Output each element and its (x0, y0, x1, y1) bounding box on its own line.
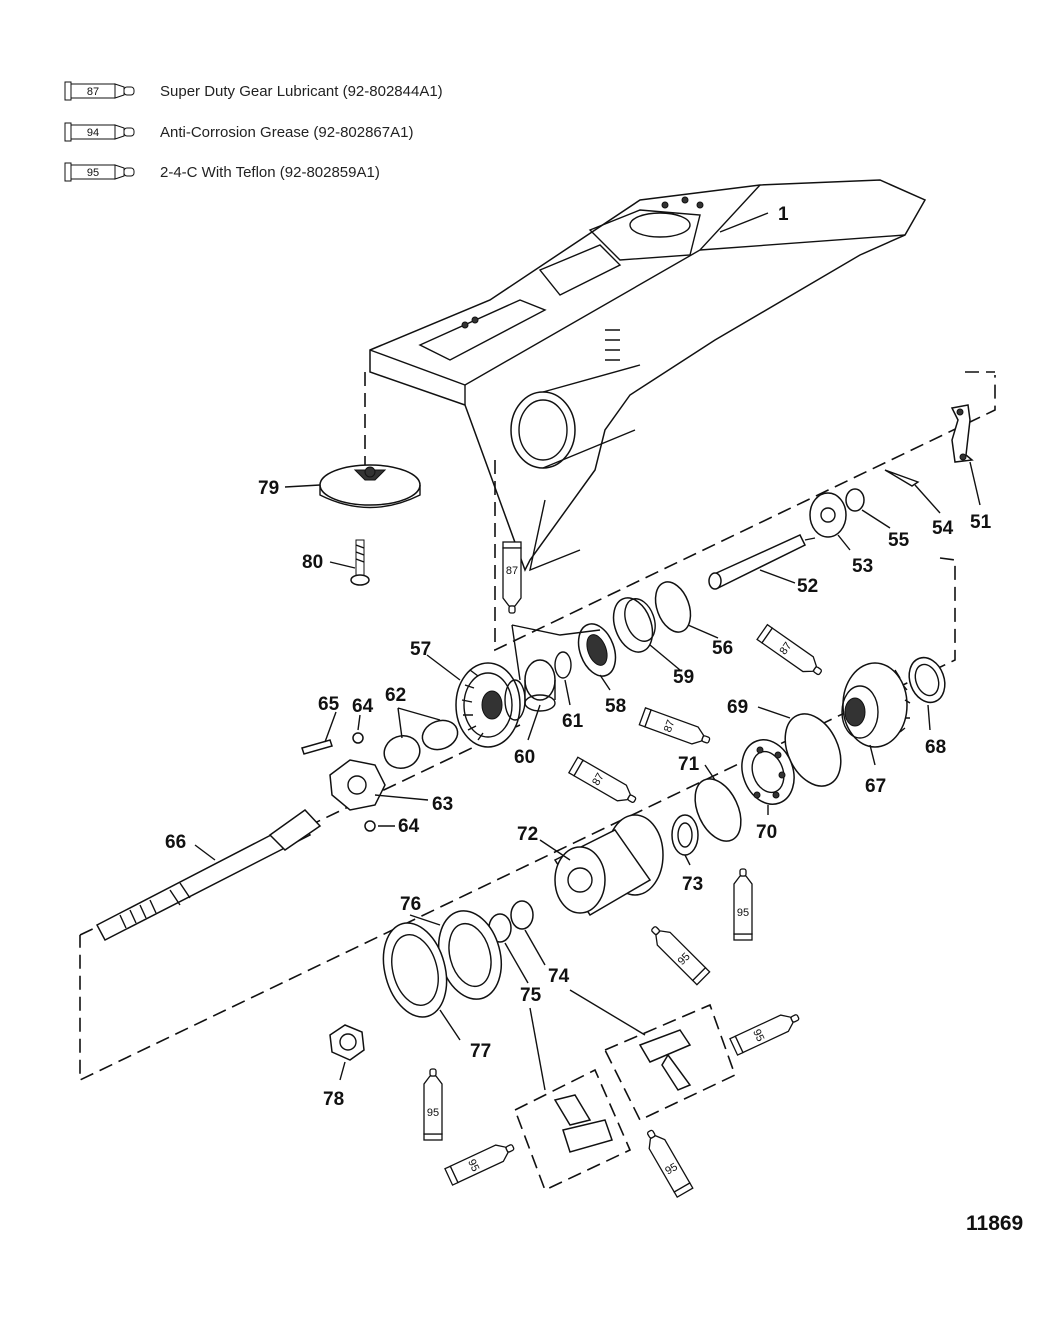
legend-code: 87 (87, 86, 99, 98)
detail-views (513, 1003, 736, 1192)
washer (845, 488, 865, 512)
callout-54: 54 (932, 518, 954, 539)
lubricant-tube-icon: 94 (64, 122, 135, 142)
callout-72: 72 (517, 824, 538, 845)
callout-67: 67 (865, 776, 886, 797)
svg-text:95: 95 (750, 1027, 766, 1043)
svg-text:95: 95 (465, 1157, 481, 1173)
callout-76: 76 (400, 894, 421, 915)
anode-screw (350, 539, 370, 586)
tapered-roller-bearing (577, 623, 617, 677)
anode-plate (319, 464, 421, 509)
callout-68: 68 (925, 737, 946, 758)
callout-1: 1 (778, 204, 789, 225)
lubricant-tube-87: 87 (502, 541, 522, 614)
lubricant-tube-87: 87 (638, 707, 713, 750)
callout-62: 62 (385, 685, 406, 706)
callout-63: 63 (432, 794, 453, 815)
callout-77: 77 (470, 1041, 491, 1062)
gear-housing (369, 179, 927, 572)
forward-gear (455, 662, 526, 748)
thrust-washer (554, 651, 572, 679)
retaining-ring (421, 719, 459, 751)
legend-code: 94 (87, 127, 99, 139)
lubricant-tube-87: 87 (568, 756, 640, 809)
roller-bearing (524, 659, 556, 712)
shift-shaft (708, 534, 816, 590)
thrust-washer (510, 900, 534, 930)
callout-78: 78 (323, 1089, 344, 1110)
legend-row-anti-corrosion-grease: 94 Anti-Corrosion Grease (92-802867A1) (64, 119, 413, 145)
retaining-ring (383, 735, 421, 769)
callout-75: 75 (520, 985, 542, 1006)
bearing-carrier-retainer (382, 922, 448, 1018)
callout-51: 51 (970, 512, 992, 533)
bearing-carrier (553, 814, 664, 917)
callout-69: 69 (727, 697, 748, 718)
callout-73: 73 (682, 874, 703, 895)
figure-number: 11869 (966, 1212, 1024, 1235)
leader-lines (194, 212, 981, 1091)
retainer-bracket (950, 404, 974, 463)
lubricant-tube-95: 95 (641, 1126, 694, 1198)
callout-66: 66 (165, 832, 186, 853)
legend-label: Anti-Corrosion Grease (92-802867A1) (160, 123, 414, 141)
ball-bearing (741, 739, 795, 805)
cotter-pin (884, 469, 920, 487)
sliding-clutch (329, 759, 386, 811)
lubricant-tube-95: 95 (646, 921, 711, 986)
callout-55: 55 (888, 530, 910, 551)
legend-row-2-4-c-teflon: 95 2-4-C With Teflon (92-802859A1) (64, 159, 380, 185)
svg-text:87: 87 (662, 718, 677, 734)
callout-64: 64 (398, 816, 420, 837)
lubricant-tube-95: 95 (423, 1068, 443, 1141)
callout-53: 53 (852, 556, 873, 577)
callout-71: 71 (678, 754, 700, 775)
callout-70: 70 (756, 822, 777, 843)
callout-56: 56 (712, 638, 733, 659)
callout-74: 74 (548, 966, 570, 987)
callout-61: 61 (562, 711, 584, 732)
callout-64: 64 (352, 696, 374, 717)
svg-text:87: 87 (778, 640, 795, 657)
svg-text:87: 87 (506, 565, 518, 577)
callout-80: 80 (302, 552, 323, 573)
lubricant-tube-icon: 95 (64, 162, 135, 182)
lubricant-tube-icon: 87 (64, 81, 135, 101)
callout-59: 59 (673, 667, 694, 688)
callout-57: 57 (410, 639, 431, 660)
lubricant-tube-95: 95 (729, 1008, 803, 1056)
callout-60: 60 (514, 747, 535, 768)
cross-pin (301, 739, 333, 755)
legend-label: Super Duty Gear Lubricant (92-802844A1) (160, 82, 443, 100)
callout-58: 58 (605, 696, 626, 717)
propeller-nut (809, 492, 847, 538)
detent-ball (352, 732, 364, 744)
legend-code: 95 (87, 167, 99, 179)
needle-bearing (671, 814, 699, 856)
lubricant-tube-95: 95 (444, 1138, 518, 1186)
propeller-shaft (95, 809, 322, 942)
detent-ball (364, 820, 376, 832)
o-ring (654, 581, 692, 633)
callout-79: 79 (258, 478, 279, 499)
svg-text:95: 95 (427, 1107, 439, 1119)
callout-52: 52 (797, 576, 818, 597)
lubricant-tube-87: 87 (756, 624, 827, 681)
legend-row-gear-lubricant: 87 Super Duty Gear Lubricant (92-802844A… (64, 78, 443, 104)
bearing-cup (612, 597, 656, 653)
oil-seal (908, 656, 946, 704)
lubricant-tube-95: 95 (733, 868, 753, 941)
svg-text:87: 87 (590, 771, 607, 788)
legend-label: 2-4-C With Teflon (92-802859A1) (160, 163, 380, 181)
callout-65: 65 (318, 694, 340, 715)
svg-text:95: 95 (663, 1161, 680, 1178)
o-ring (694, 778, 742, 842)
svg-text:95: 95 (737, 907, 749, 919)
reverse-gear (841, 662, 911, 748)
propeller-nut-hex (329, 1024, 365, 1061)
